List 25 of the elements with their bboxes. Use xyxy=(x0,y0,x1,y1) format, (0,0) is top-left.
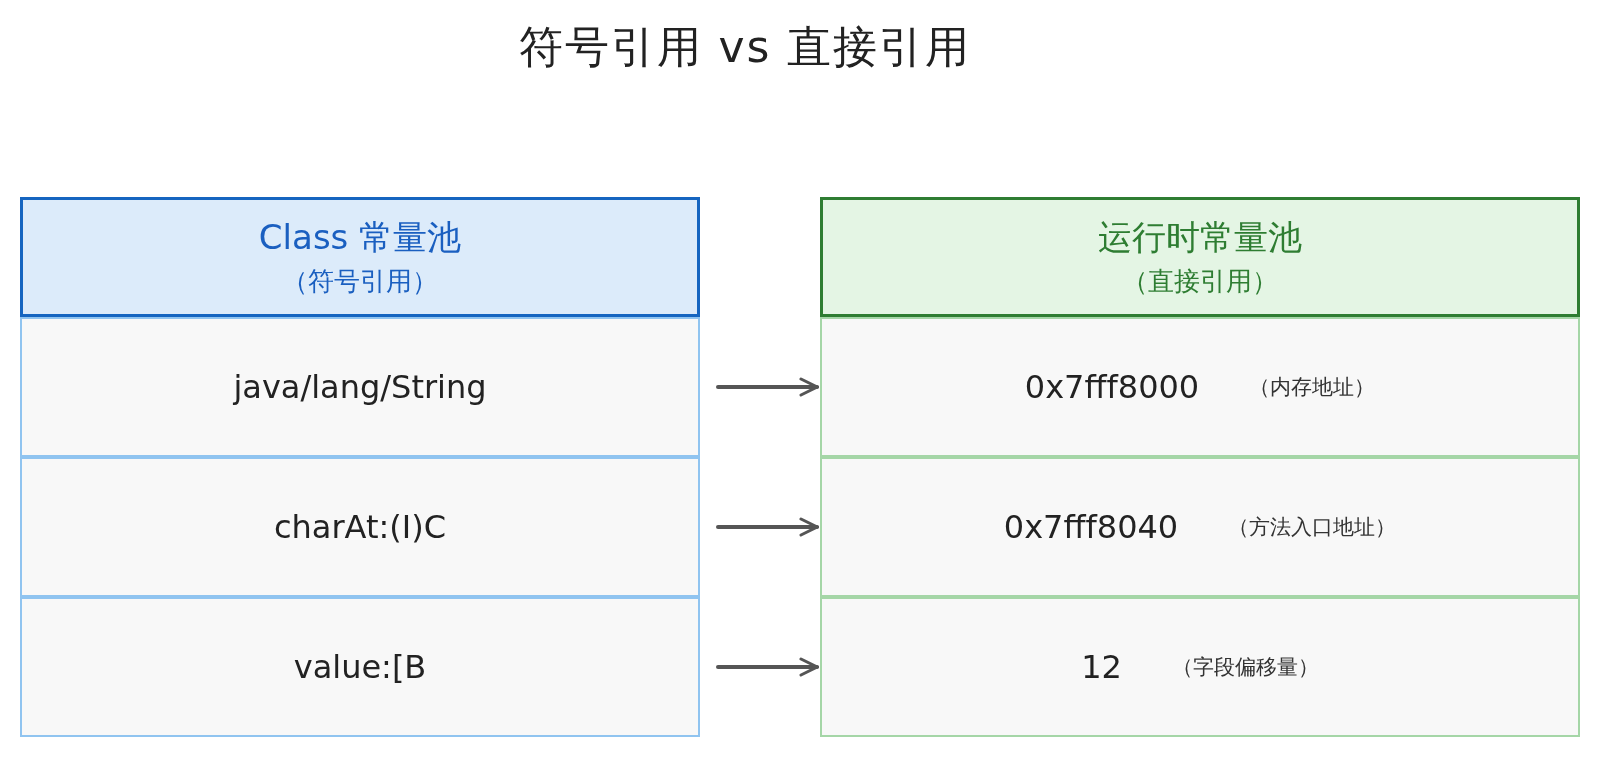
table-header xyxy=(20,197,700,317)
diagram-title: 符号引用 vs 直接引用 xyxy=(517,20,973,74)
table-row xyxy=(820,597,1580,737)
entry-note: （字段偏移量） xyxy=(1171,654,1319,681)
table-row xyxy=(820,317,1580,457)
table-row xyxy=(820,457,1580,597)
entry-text: value:[B xyxy=(293,648,427,686)
header-title: Class 常量池 xyxy=(258,215,462,259)
entry-note: （内存地址） xyxy=(1249,374,1376,401)
arrow xyxy=(716,657,819,677)
entry-text: 0x7fff8040 xyxy=(1003,508,1179,546)
table-row xyxy=(20,317,700,457)
entry-text: java/lang/String xyxy=(233,368,487,406)
table-row xyxy=(20,597,700,737)
entry-text: 12 xyxy=(1081,648,1122,686)
header-subtitle: （直接引用） xyxy=(1122,264,1278,298)
arrow xyxy=(716,517,819,537)
entry-text: 0x7fff8000 xyxy=(1024,368,1200,406)
header-subtitle: （符号引用） xyxy=(282,264,438,298)
entry-note: （方法入口地址） xyxy=(1228,514,1397,541)
entry-text: charAt:(I)C xyxy=(273,508,446,546)
table-row xyxy=(20,457,700,597)
arrow xyxy=(716,377,819,397)
header-title: 运行时常量池 xyxy=(1098,215,1302,259)
table-header xyxy=(820,197,1580,317)
